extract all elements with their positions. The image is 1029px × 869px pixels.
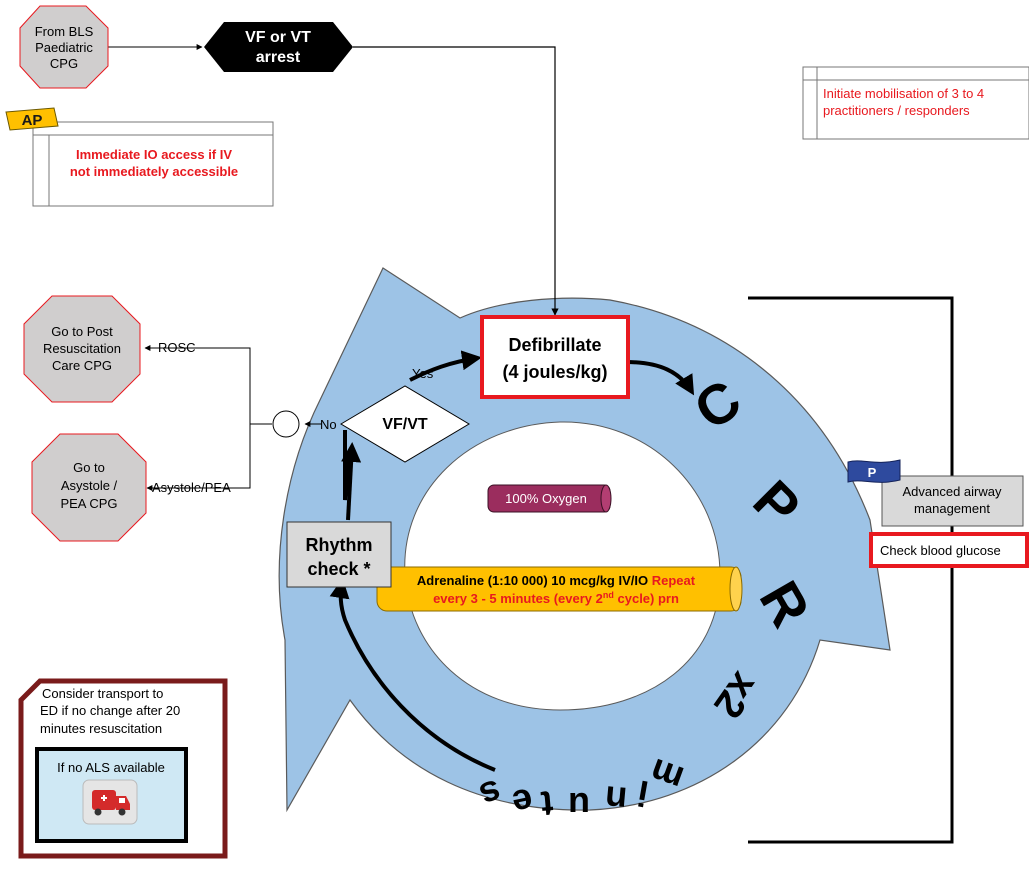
transport-note: Consider transport to ED if no change af… xyxy=(18,678,228,859)
asystole-pea-node[interactable]: Go to Asystole / PEA CPG xyxy=(31,433,147,542)
flow-arrows xyxy=(329,350,695,772)
adrenaline-superscript: nd xyxy=(603,590,614,600)
asystole-line2: Asystole / xyxy=(61,478,118,493)
adrenaline-cylinder: Adrenaline (1:10 000) 10 mcg/kg IV/IO Re… xyxy=(376,566,743,612)
blood-glucose-label: Check blood glucose xyxy=(880,543,1001,558)
p-flag-icon: P xyxy=(847,459,901,483)
adrenaline-line1: Adrenaline (1:10 000) 10 mcg/kg IV/IO Re… xyxy=(417,573,696,588)
transport-line1: Consider transport to xyxy=(42,686,163,701)
transport-line3: minutes resuscitation xyxy=(40,721,162,736)
post-resus-line3: Care CPG xyxy=(52,358,112,373)
rosc-label: ROSC xyxy=(158,340,196,355)
p-flag-label: P xyxy=(868,465,877,480)
ap-io-access-note: AP Immediate IO access if IV not immedia… xyxy=(5,107,274,207)
adrenaline-interval: every 3 - 5 minutes (every 2 xyxy=(433,591,603,606)
no-label: No xyxy=(320,417,337,432)
minutes-letter-u: u xyxy=(568,785,590,826)
defibrillate-line2: (4 joules/kg) xyxy=(502,362,607,382)
airway-line2: management xyxy=(914,501,990,516)
asystole-line3: PEA CPG xyxy=(60,496,117,511)
rhythm-check-line2: check * xyxy=(307,559,370,579)
post-resus-line2: Resuscitation xyxy=(43,341,121,356)
from-bls-line2: Paediatric xyxy=(35,40,93,55)
oxygen-label: 100% Oxygen xyxy=(505,491,587,506)
advanced-airway-box[interactable]: Advanced airway management xyxy=(881,475,1024,527)
minutes-letter-n: n xyxy=(603,778,628,821)
vf-vt-decision-label: VF/VT xyxy=(382,416,428,433)
asystole-line1: Go to xyxy=(73,460,105,475)
arrest-line2: arrest xyxy=(256,49,301,66)
adrenaline-prn: cycle) prn xyxy=(614,591,679,606)
mobilise-line2: practitioners / responders xyxy=(823,103,970,118)
adrenaline-repeat: Repeat xyxy=(652,573,696,588)
airway-line1: Advanced airway xyxy=(903,484,1002,499)
mobilise-line1: Initiate mobilisation of 3 to 4 xyxy=(823,86,984,101)
transport-line2: ED if no change after 20 xyxy=(40,703,180,718)
asystole-pea-label: Asystole/PEA xyxy=(152,480,231,495)
yes-label: Yes xyxy=(412,366,434,381)
rhythm-check-box[interactable]: Rhythm check * xyxy=(286,521,392,588)
defibrillate-line1: Defibrillate xyxy=(508,335,601,355)
rhythm-check-line1: Rhythm xyxy=(306,535,373,555)
vf-vt-decision[interactable]: VF/VT xyxy=(340,385,470,463)
connector-lines xyxy=(108,44,954,844)
blood-glucose-box[interactable]: Check blood glucose xyxy=(869,532,1029,568)
vf-vt-arrest-node[interactable]: VF or VT arrest xyxy=(204,22,353,72)
from-bls-line1: From BLS xyxy=(35,24,94,39)
arrest-line1: VF or VT xyxy=(245,29,311,46)
ap-badge xyxy=(5,107,59,131)
from-bls-line3: CPG xyxy=(50,56,78,71)
junction-circle xyxy=(272,410,300,438)
mobilisation-note: Initiate mobilisation of 3 to 4 practiti… xyxy=(802,66,1029,140)
ap-note-line2: not immediately accessible xyxy=(70,164,238,179)
minutes-letter-t: t xyxy=(539,783,555,825)
ap-note-line1: Immediate IO access if IV xyxy=(76,147,232,162)
post-resus-line1: Go to Post xyxy=(51,324,113,339)
transport-inner-label: If no ALS available xyxy=(57,760,165,775)
oxygen-cylinder: 100% Oxygen xyxy=(487,484,612,513)
ap-badge-label: AP xyxy=(22,112,43,129)
defibrillate-box[interactable]: Defibrillate (4 joules/kg) xyxy=(480,315,630,399)
from-bls-node[interactable]: From BLS Paediatric CPG xyxy=(19,5,109,89)
post-resuscitation-node[interactable]: Go to Post Resuscitation Care CPG xyxy=(23,295,141,403)
ambulance-icon xyxy=(82,779,138,825)
adrenaline-line2: every 3 - 5 minutes (every 2nd cycle) pr… xyxy=(433,590,679,606)
adrenaline-dose: Adrenaline (1:10 000) 10 mcg/kg IV/IO xyxy=(417,573,652,588)
